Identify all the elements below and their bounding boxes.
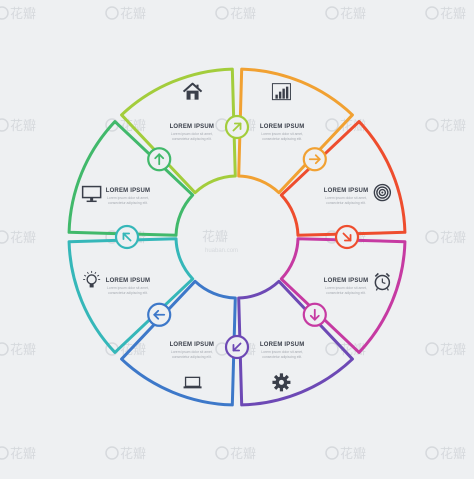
segment-body-line: Lorem ipsum dolor sit amet, [107, 286, 149, 290]
segment-bottom-right-outline [120, 279, 237, 407]
watermark-logo-icon [0, 446, 9, 460]
segment-title: LOREM IPSUM [324, 188, 369, 194]
watermark-logo-icon [425, 6, 439, 20]
watermark-text: 花瓣 [230, 446, 256, 461]
segment-body-line: consectetur adipiscing elit. [172, 355, 212, 359]
watermark-logo-icon [425, 446, 439, 460]
watermark-text: 花瓣 [10, 6, 36, 21]
watermark-logo-icon [425, 342, 439, 356]
connector-down-left-arrow-icon [224, 334, 250, 360]
segment-body-line: Lorem ipsum dolor sit amet, [261, 350, 303, 354]
watermark-text: 花瓣 [10, 230, 36, 245]
segment-right-lower-outline [237, 279, 354, 407]
segment-title: LOREM IPSUM [170, 342, 215, 348]
watermark-logo-icon [105, 6, 119, 20]
watermark-logo-icon [425, 118, 439, 132]
watermark-text: 花瓣 [440, 342, 466, 357]
segment-body-line: consectetur adipiscing elit. [172, 137, 212, 141]
segment-title: LOREM IPSUM [260, 124, 305, 130]
connector-right-arrow-icon [302, 147, 327, 172]
watermark-logo-icon [0, 230, 9, 244]
segment-bottom-right-text: LOREM IPSUM Lorem ipsum dolor sit amet,co… [170, 342, 215, 359]
watermark-text: 花瓣 [120, 446, 146, 461]
segment-right-lower-text: LOREM IPSUM Lorem ipsum dolor sit amet,co… [260, 342, 305, 359]
watermark-text: 花瓣 [10, 446, 36, 461]
monitor-icon [81, 185, 102, 203]
watermark-logo-icon [0, 6, 9, 20]
watermark-logo-icon [325, 342, 339, 356]
segment-body-line: consectetur adipiscing elit. [108, 201, 148, 205]
segment-top-left-outline [237, 67, 354, 195]
lightbulb-icon [83, 270, 101, 288]
watermark-logo-icon [425, 230, 439, 244]
segment-left-lower-outline [67, 120, 195, 237]
laptop-icon [183, 376, 202, 389]
center-watermark-sub: huaban.com [205, 248, 238, 254]
segment-title: LOREM IPSUM [324, 278, 369, 284]
segment-top-left-text: LOREM IPSUM Lorem ipsum dolor sit amet,co… [260, 124, 305, 141]
segment-body-line: Lorem ipsum dolor sit amet, [325, 196, 367, 200]
segment-bottom-left-outline [67, 237, 195, 354]
segment-left-upper-text: LOREM IPSUM Lorem ipsum dolor sit amet,co… [170, 124, 215, 141]
connector-left-arrow-icon [147, 302, 172, 327]
watermark-text: 花瓣 [10, 342, 36, 357]
segment-title: LOREM IPSUM [106, 278, 151, 284]
watermark-text: 花瓣 [230, 6, 256, 21]
house-icon [182, 82, 203, 100]
segment-body-line: Lorem ipsum dolor sit amet, [171, 350, 213, 354]
watermark-logo-icon [215, 446, 229, 460]
gear-icon [272, 373, 291, 392]
segment-top-right-text: LOREM IPSUM Lorem ipsum dolor sit amet,co… [324, 188, 369, 205]
watermark-logo-icon [0, 118, 9, 132]
segment-title: LOREM IPSUM [106, 188, 151, 194]
segment-body-line: Lorem ipsum dolor sit amet, [325, 286, 367, 290]
watermark-text: 花瓣 [440, 118, 466, 133]
watermark-text: 花瓣 [440, 446, 466, 461]
segment-body-line: Lorem ipsum dolor sit amet, [107, 196, 149, 200]
segment-body-line: consectetur adipiscing elit. [262, 355, 302, 359]
segment-left-lower-text: LOREM IPSUM Lorem ipsum dolor sit amet,co… [106, 188, 151, 205]
watermark-logo-icon [0, 342, 9, 356]
connector-down-arrow-icon [302, 302, 327, 327]
watermark-logo-icon [105, 446, 119, 460]
watermark-logo-icon [325, 446, 339, 460]
connector-up-right-arrow-icon [224, 114, 250, 140]
segment-body-line: consectetur adipiscing elit. [326, 291, 366, 295]
center-hub: 花瓣 huaban.com [180, 180, 294, 294]
segment-icons [81, 82, 392, 392]
watermark-text: 花瓣 [440, 230, 466, 245]
connector-down-right-arrow-icon [334, 224, 360, 250]
watermark-logo-icon [325, 6, 339, 20]
watermark-logo-icon [325, 118, 339, 132]
segment-left-upper-outline [120, 67, 237, 195]
segment-body-line: consectetur adipiscing elit. [108, 291, 148, 295]
connector-up-left-arrow-icon [114, 224, 140, 250]
segment-body-line: Lorem ipsum dolor sit amet, [261, 132, 303, 136]
watermark-text: 花瓣 [120, 6, 146, 21]
segment-body-line: consectetur adipiscing elit. [326, 201, 366, 205]
watermark-logo-icon [215, 6, 229, 20]
target-icon [373, 183, 392, 202]
segment-title: LOREM IPSUM [170, 124, 215, 130]
watermark-text: 花瓣 [440, 6, 466, 21]
connector-up-arrow-icon [147, 147, 172, 172]
segment-body-line: Lorem ipsum dolor sit amet, [171, 132, 213, 136]
bar-chart-icon [271, 83, 291, 101]
arrow-connectors [114, 114, 360, 360]
segment-title: LOREM IPSUM [260, 342, 305, 348]
segment-right-upper-outline [279, 237, 407, 354]
segment-outlines [67, 67, 407, 407]
segment-top-right-outline [279, 120, 407, 237]
segment-body-line: consectetur adipiscing elit. [262, 137, 302, 141]
watermark-text: 花瓣 [340, 446, 366, 461]
segment-bottom-left-text: LOREM IPSUM Lorem ipsum dolor sit amet,co… [106, 278, 151, 295]
alarm-clock-icon [374, 272, 391, 291]
segment-right-upper-text: LOREM IPSUM Lorem ipsum dolor sit amet,co… [324, 278, 369, 295]
watermark-text: 花瓣 [340, 6, 366, 21]
watermark-text: 花瓣 [10, 118, 36, 133]
center-watermark: 花瓣 [202, 229, 228, 244]
